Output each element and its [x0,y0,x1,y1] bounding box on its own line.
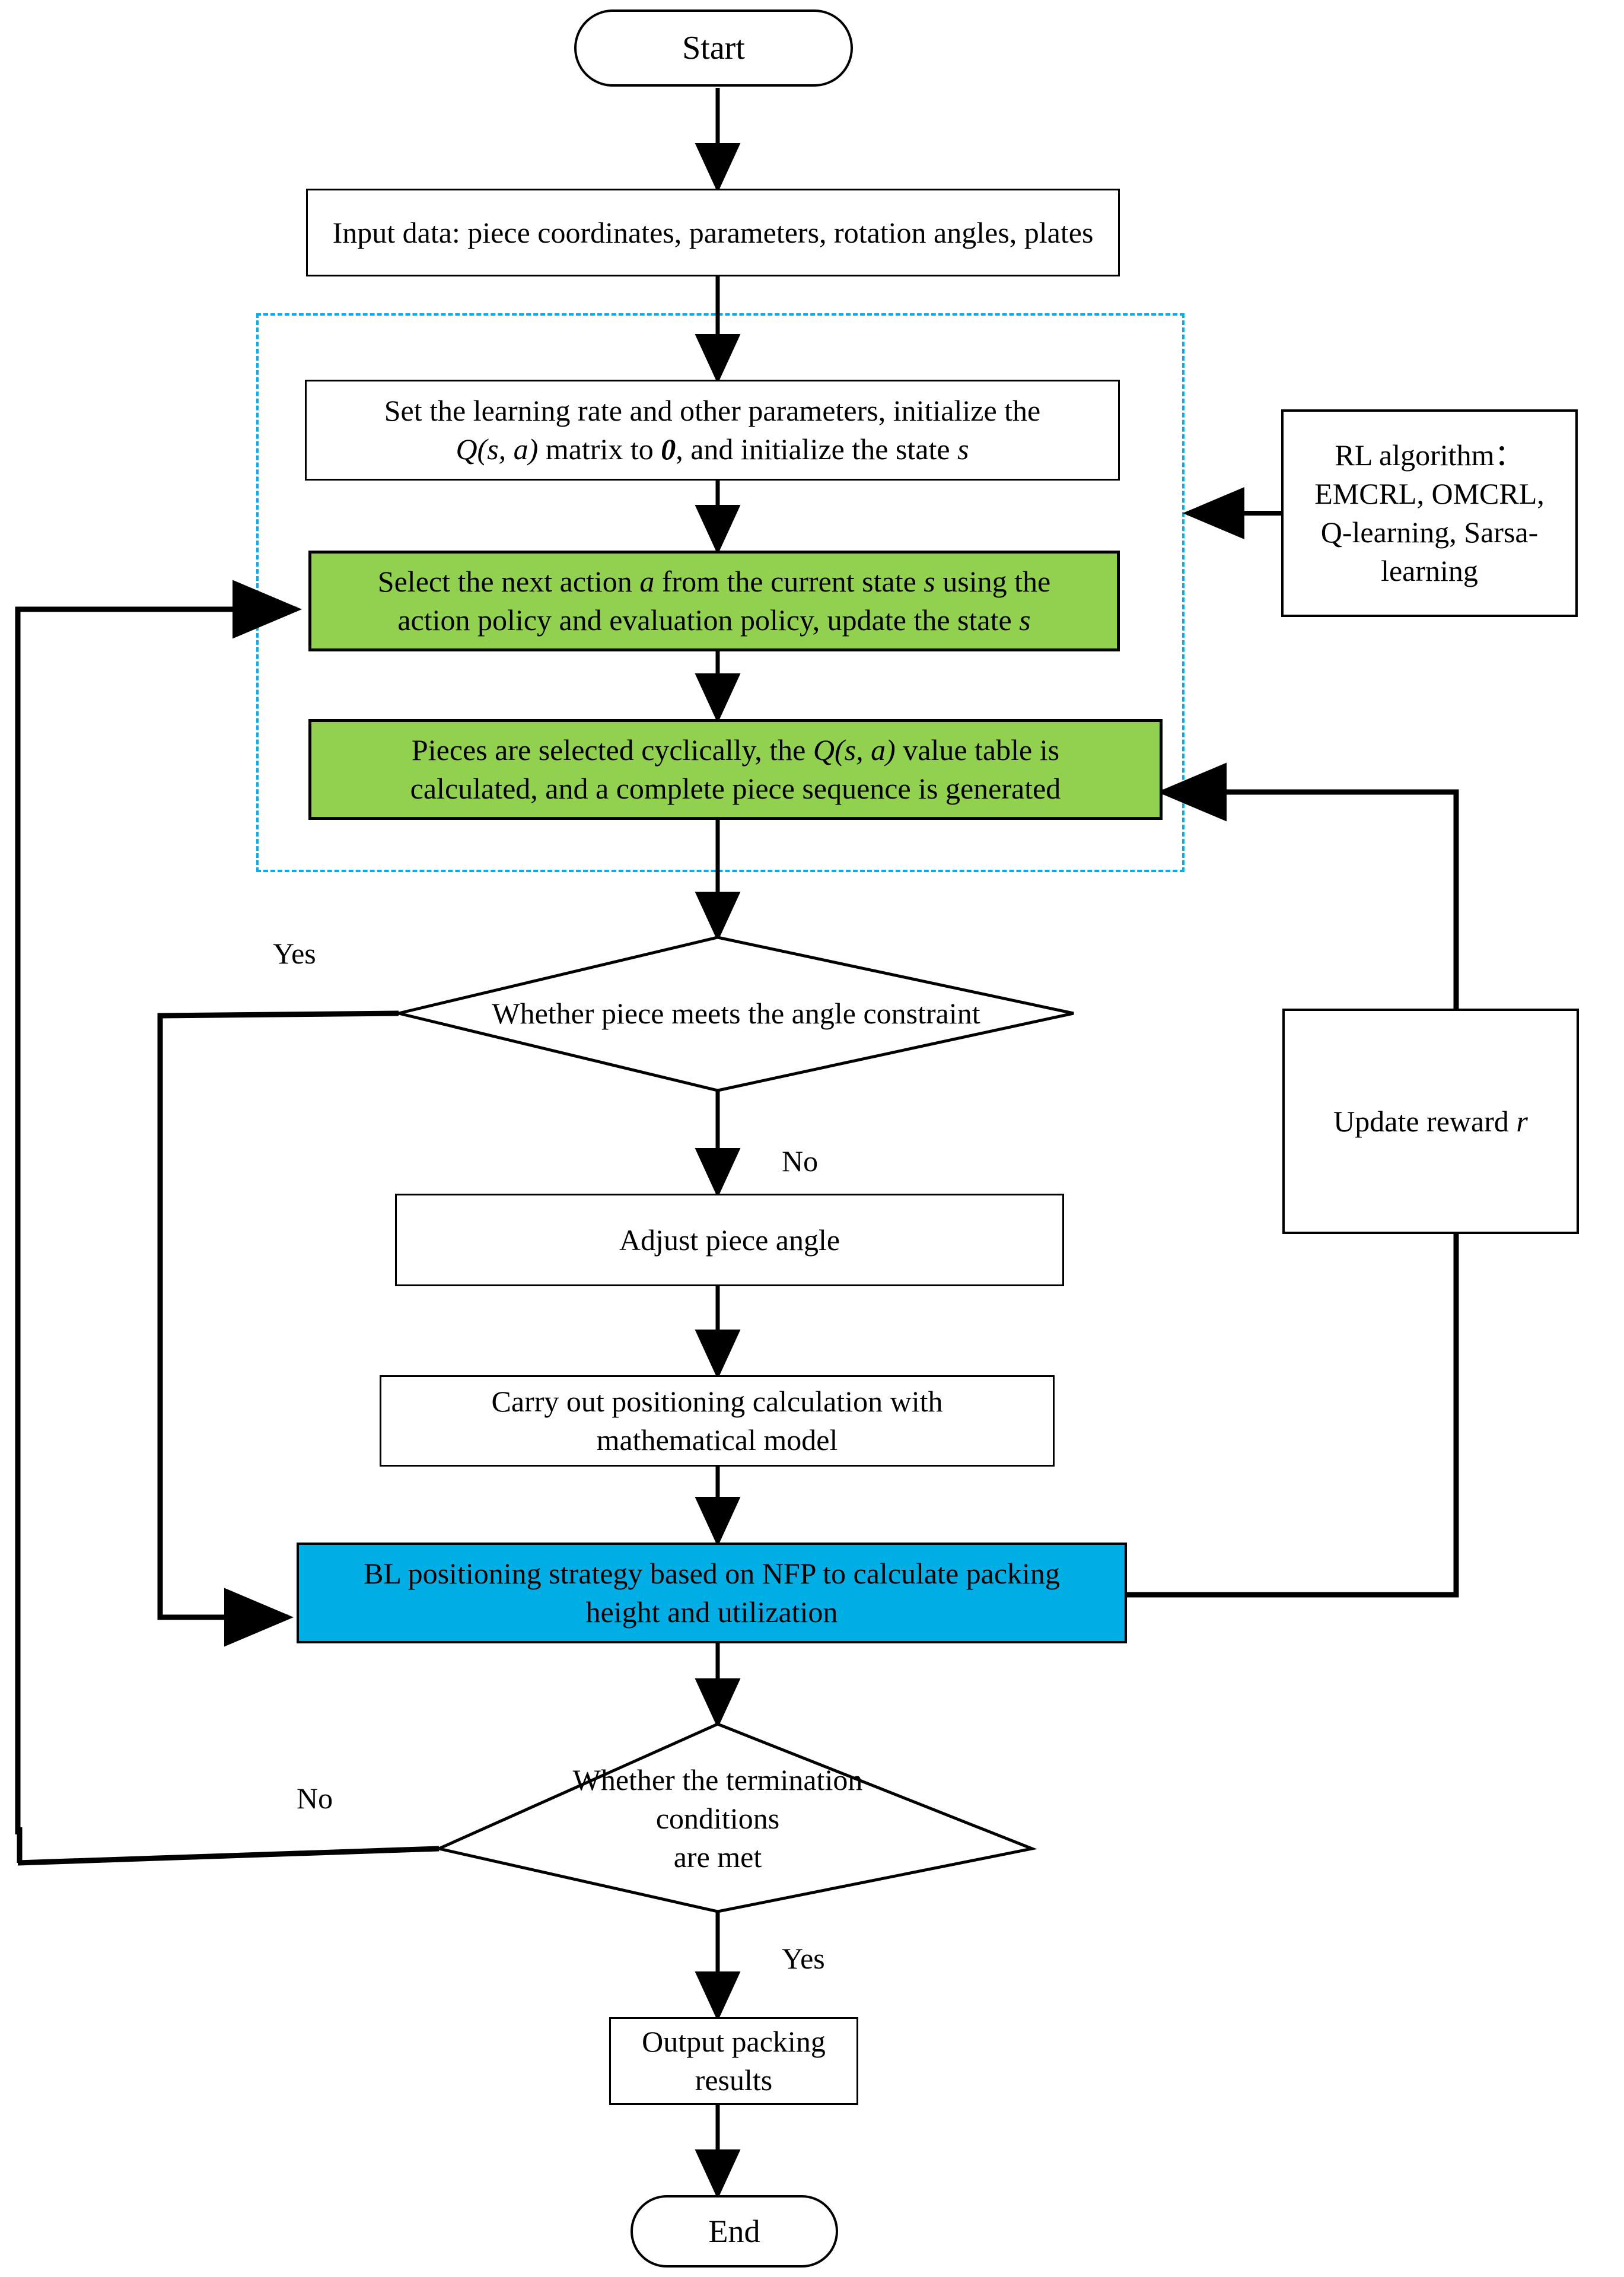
output-results-text: Output packing results [642,2022,826,2100]
edge-label-termination-yes: Yes [782,1941,825,1976]
select-line2: action policy and evaluation policy, upd… [397,603,1020,637]
update-reward-r-symbol: r [1516,1104,1528,1138]
bl-line1: BL positioning strategy based on NFP to … [364,1557,1060,1590]
end-label: End [708,2213,760,2249]
rl-algorithm-box: RL algorithm： EMCRL, OMCRL, Q-learning, … [1281,409,1578,617]
output-line1: Output packing [642,2025,826,2058]
init-mid: matrix to [538,432,661,466]
input-data-label: Input data: piece coordinates, parameter… [332,215,1094,249]
rl-line4: learning [1381,554,1478,587]
edge-angle-yes-to-bl [157,1010,399,1647]
rl-line1: RL algorithm： [1335,438,1524,472]
termination-no-text: No [297,1782,333,1815]
termination-decision-text: Whether the termination conditions are m… [573,1761,863,1877]
cyclic-selection-text: Pieces are selected cyclically, the Q(s,… [410,731,1061,808]
edge-reward-to-cyclic [1157,762,1459,1009]
init-q-symbol: Q [456,432,477,466]
angle-decision-label: Whether piece meets the angle constraint [492,996,980,1030]
adjust-angle-label: Adjust piece angle [619,1223,840,1257]
rl-line3: Q-learning, Sarsa- [1320,516,1539,549]
edge-bl-to-reward [1127,1234,1459,1598]
termination-yes-text: Yes [782,1942,825,1975]
update-reward-pre: Update reward [1333,1104,1517,1138]
start-label: Start [682,29,745,66]
init-zero: 0 [661,432,676,466]
positioning-text: Carry out positioning calculation with m… [492,1382,943,1459]
init-parameters-box: Set the learning rate and other paramete… [305,380,1120,481]
bl-positioning-text: BL positioning strategy based on NFP to … [364,1554,1060,1632]
select-s1-symbol: s [924,565,935,598]
positioning-line1: Carry out positioning calculation with [491,1385,943,1418]
cyclic-post: value table is [895,733,1060,767]
start-terminator: Start [574,9,853,87]
rl-line2: EMCRL, OMCRL, [1314,477,1545,510]
edge-label-angle-yes: Yes [273,936,316,971]
init-tail: , and initialize the state [676,432,958,466]
positioning-line2: mathematical model [596,1423,838,1456]
adjust-angle-box: Adjust piece angle [395,1194,1064,1286]
positioning-calculation-box: Carry out positioning calculation with m… [380,1375,1055,1467]
end-terminator: End [631,2195,838,2268]
output-results-box: Output packing results [609,2017,858,2105]
init-parameters-text: Set the learning rate and other paramete… [384,392,1040,469]
edge-termination-no [17,1846,440,1866]
init-line1: Set the learning rate and other paramete… [384,394,1041,427]
termination-line2: conditions [655,1801,780,1835]
select-pre: Select the next action [377,565,640,598]
output-line2: results [695,2063,773,2097]
select-post: using the [935,565,1051,598]
init-state-symbol: s [957,432,969,466]
termination-line3: are met [673,1840,762,1874]
bl-line2: height and utilization [585,1595,838,1629]
angle-yes-text: Yes [273,937,316,970]
termination-decision-label-wrap: Whether the termination conditions are m… [558,1750,878,1887]
cyclic-pre: Pieces are selected cyclically, the [411,733,813,767]
select-mid: from the current state [654,565,924,598]
update-reward-text: Update reward r [1333,1102,1528,1141]
angle-no-text: No [782,1144,819,1178]
edge-label-termination-no: No [297,1781,333,1815]
select-a-symbol: a [639,565,655,598]
select-s2-symbol: s [1019,603,1031,637]
cyclic-selection-box: Pieces are selected cyclically, the Q(s,… [308,719,1163,820]
select-action-box: Select the next action a from the curren… [308,551,1120,651]
cyclic-line2: calculated, and a complete piece sequenc… [410,772,1061,805]
rl-algorithm-text: RL algorithm： EMCRL, OMCRL, Q-learning, … [1314,436,1545,590]
termination-line1: Whether the termination [572,1763,863,1796]
update-reward-box: Update reward r [1282,1009,1579,1234]
angle-decision-label-wrap: Whether piece meets the angle constraint [399,991,1074,1036]
select-action-text: Select the next action a from the curren… [378,562,1050,640]
init-sa-symbol: (s, a) [477,432,539,466]
edge-loop-left-to-select [15,580,302,1834]
input-data-box: Input data: piece coordinates, parameter… [306,189,1120,276]
cyclic-sa-symbol: (s, a) [834,733,896,767]
bl-positioning-box: BL positioning strategy based on NFP to … [297,1543,1127,1643]
cyclic-q-symbol: Q [813,733,835,767]
edge-label-angle-no: No [782,1144,818,1178]
